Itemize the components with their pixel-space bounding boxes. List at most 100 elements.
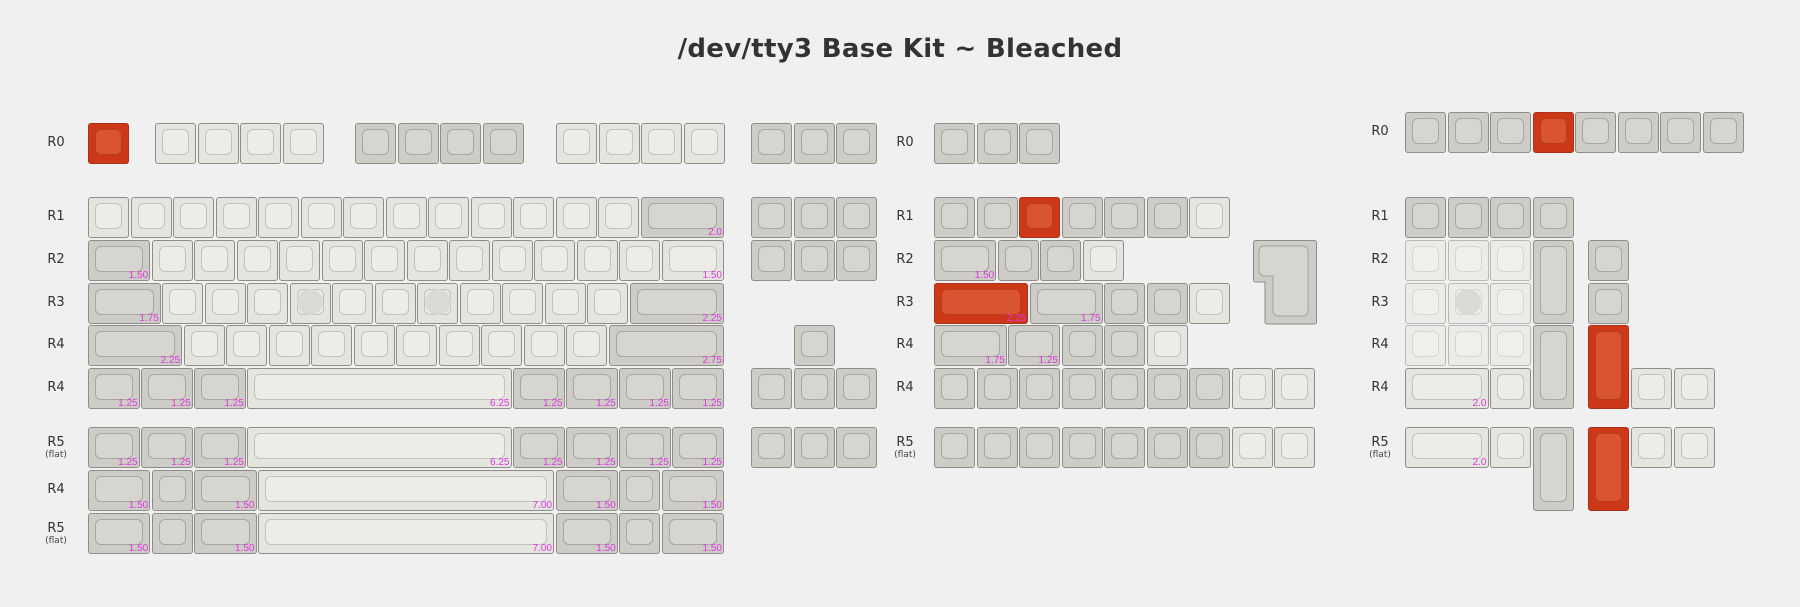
keycap-top-surface: [201, 246, 229, 272]
mods-key: [1104, 427, 1145, 468]
keycap-top-surface: [1667, 118, 1694, 144]
keycap-top-surface: [247, 129, 274, 155]
keycap-top-surface: [800, 246, 828, 272]
main-key: 2.25: [629, 282, 724, 324]
nav-key: [751, 123, 792, 164]
keycap-top-surface: [1026, 433, 1053, 459]
main-key: 6.25: [247, 427, 512, 468]
row-label-text: R5: [896, 435, 914, 450]
key-size-label: 1.25: [702, 457, 722, 468]
main-key: [523, 325, 565, 366]
keycap-top-surface: [95, 476, 144, 502]
main-key: [470, 197, 512, 238]
numpad-key: [1532, 427, 1574, 511]
keycap-top-surface: [1111, 203, 1138, 229]
row-label-text: R4: [1371, 379, 1389, 395]
keycap-top-surface: [1497, 373, 1524, 400]
keycap-top-surface: [1412, 246, 1439, 272]
keycap-top-surface: [180, 203, 207, 229]
numpad-key: [1660, 112, 1701, 153]
mods-key: [934, 123, 975, 164]
mods-key: [1189, 197, 1230, 238]
keycap-top-surface: [1089, 246, 1117, 272]
keycap-top-surface: [1111, 288, 1138, 315]
keycap-top-surface: [275, 331, 303, 357]
main-key: [215, 197, 257, 238]
main-key: 1.50: [555, 470, 618, 511]
row-label: R1: [875, 209, 935, 224]
keycap-top-surface: [435, 203, 462, 229]
keycap-top-surface: [95, 129, 122, 155]
iso-enter-key: [1253, 240, 1317, 325]
mods-key: [1019, 427, 1060, 468]
mods-key: 2.25: [934, 282, 1029, 324]
keycap-top-surface: [254, 288, 282, 315]
numpad-key: [1532, 325, 1574, 409]
keycap-top-surface: [148, 433, 186, 459]
keycap-top-surface: [95, 288, 154, 315]
main-key: [321, 240, 363, 281]
mods-key: [1061, 367, 1103, 409]
nav-key: [836, 197, 877, 238]
keycap-top-surface: [201, 373, 239, 400]
main-key: [619, 240, 661, 281]
keycap-top-surface: [647, 203, 717, 229]
row-label: R5(flat): [875, 435, 935, 461]
key-size-label: 2.75: [702, 355, 722, 366]
main-key: 1.50: [555, 512, 618, 554]
keycap-top-surface: [339, 288, 367, 315]
keycap-top-surface: [1497, 288, 1524, 315]
keycap-top-surface: [1497, 433, 1524, 459]
main-key: [151, 470, 193, 511]
mods-key: [1040, 240, 1082, 281]
keycap-top-surface: [1026, 203, 1053, 229]
keycap-top-surface: [1454, 331, 1482, 357]
keycap-top-surface: [983, 373, 1011, 400]
numpad-key: [1588, 240, 1629, 281]
mods-key: [1274, 427, 1315, 468]
mods-key: [1082, 240, 1124, 281]
main-key: 1.75: [88, 282, 161, 324]
row-label-text: R5: [1371, 435, 1389, 450]
main-key: [385, 197, 427, 238]
keycap-top-surface: [95, 518, 144, 545]
main-key: [236, 240, 278, 281]
keycap-top-surface: [941, 129, 968, 155]
key-size-label: 7.00: [532, 542, 552, 554]
key-size-label: 2.25: [702, 312, 722, 324]
keycap-top-surface: [1412, 288, 1439, 315]
keycap-top-surface: [843, 373, 870, 400]
main-key: [587, 282, 629, 324]
keycap-top-surface: [573, 331, 601, 357]
row-label-text: R1: [896, 209, 914, 224]
mods-key: [934, 427, 975, 468]
key-size-label: 1.50: [702, 542, 722, 554]
row-label: R0: [1350, 124, 1410, 139]
row-label-text: R4: [47, 379, 65, 395]
key-size-label: 1.50: [128, 500, 149, 511]
row-label-text: R4: [1371, 337, 1389, 352]
keycap-top-surface: [573, 373, 611, 400]
key-size-label: 1.25: [171, 397, 191, 409]
main-key: [534, 240, 576, 281]
keycap-top-surface: [758, 129, 785, 155]
row-label: R4: [26, 482, 86, 497]
main-key: [459, 282, 501, 324]
keycap-top-surface: [1582, 118, 1609, 144]
main-key: 1.50: [88, 470, 151, 511]
keycap-top-surface: [583, 246, 611, 272]
keycap-top-surface: [800, 203, 828, 229]
keycap-top-surface: [286, 246, 314, 272]
keycap-top-surface: [1709, 118, 1737, 144]
numpad-key: [1447, 282, 1489, 324]
mods-key: [976, 123, 1018, 164]
nav-key: [793, 367, 835, 409]
main-key: 1.50: [661, 240, 724, 281]
keycap-top-surface: [1068, 331, 1096, 357]
keycap-top-surface: [413, 246, 441, 272]
keycap-top-surface: [1153, 288, 1181, 315]
main-key: [428, 197, 469, 238]
nav-key: [751, 240, 792, 281]
keycap-top-surface: [758, 373, 785, 400]
main-key: [155, 123, 196, 164]
